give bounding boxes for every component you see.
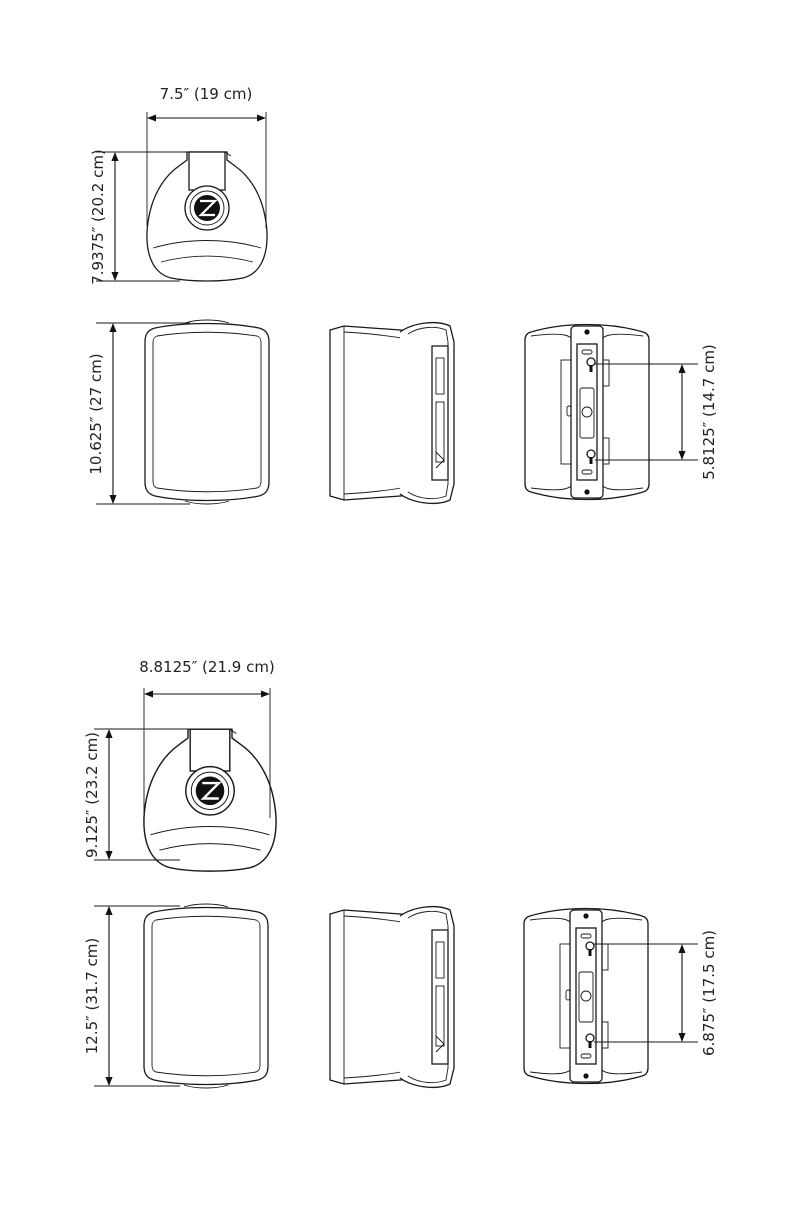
small-top-view [147, 152, 267, 281]
small-speaker-group: 7.5″ (19 cm) 7.9375″ (20.2 cm) 10.625″ (… [87, 85, 718, 504]
large-front-view [144, 904, 268, 1088]
small-width-label: 7.5″ (19 cm) [160, 85, 253, 103]
small-height-label: 10.625″ (27 cm) [87, 353, 105, 474]
large-top-view [144, 729, 276, 871]
large-depth-label: 9.125″ (23.2 cm) [83, 732, 101, 858]
large-back-view [524, 909, 648, 1084]
large-height-label: 12.5″ (31.7 cm) [83, 938, 101, 1055]
small-back-view [525, 325, 649, 500]
large-width-label: 8.8125″ (21.9 cm) [139, 658, 275, 676]
small-mount-label: 5.8125″ (14.7 cm) [700, 344, 718, 480]
large-mount-label: 6.875″ (17.5 cm) [700, 930, 718, 1056]
large-side-view [330, 907, 454, 1088]
small-side-view [330, 323, 454, 504]
small-depth-label: 7.9375″ (20.2 cm) [89, 149, 107, 285]
small-front-view [145, 320, 269, 504]
large-speaker-group: 8.8125″ (21.9 cm) 9.125″ (23.2 cm) 12.5″… [83, 658, 718, 1088]
